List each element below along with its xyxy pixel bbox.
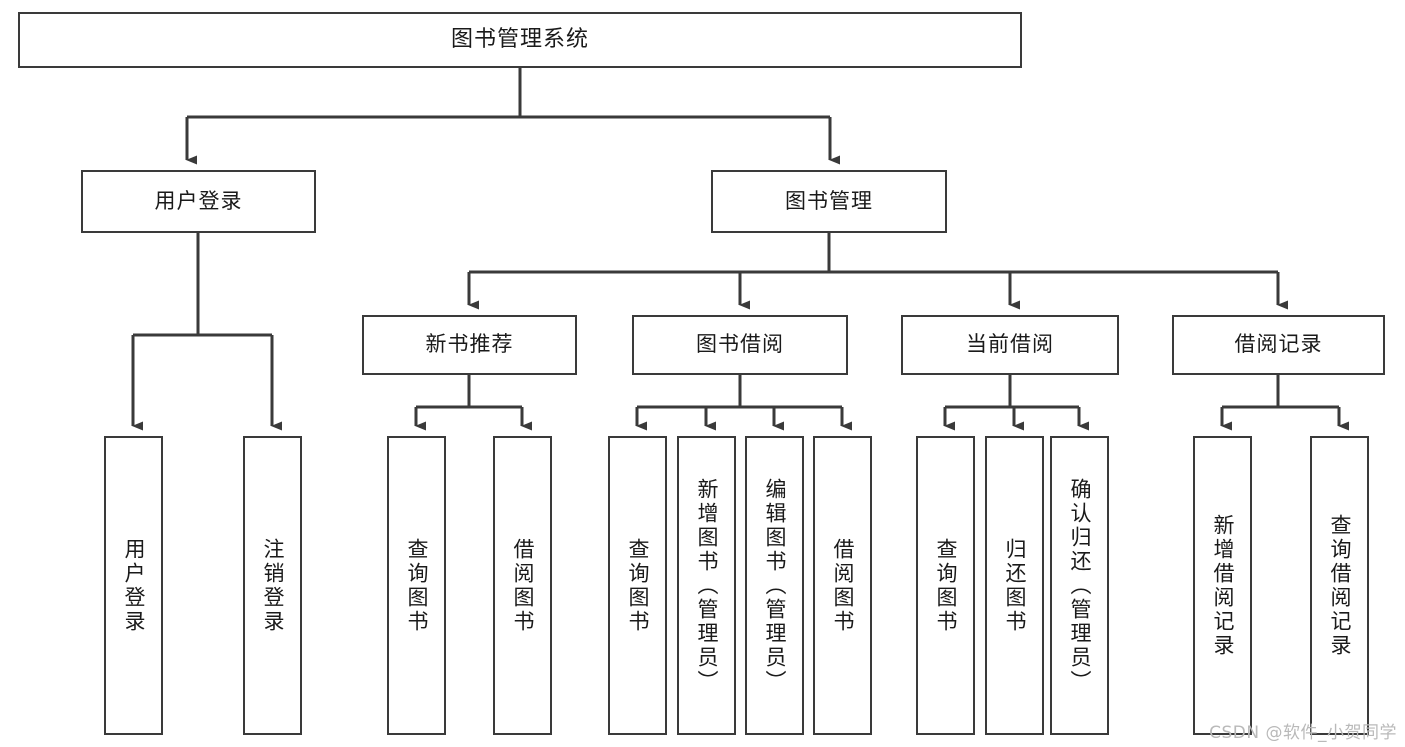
leaf-borrow-add-book[interactable]: 新增图书（管理员） [677, 436, 736, 735]
node-new-book-recommend[interactable]: 新书推荐 [362, 315, 577, 375]
node-label: 新书推荐 [425, 332, 514, 357]
node-label: 确认归还（管理员） [1067, 477, 1092, 694]
leaf-borrow-edit-book[interactable]: 编辑图书（管理员） [745, 436, 804, 735]
node-label: 查询图书 [404, 537, 429, 634]
node-label: 用户登录 [121, 537, 146, 634]
leaf-record-add-record[interactable]: 新增借阅记录 [1193, 436, 1252, 735]
node-label: 图书借阅 [696, 332, 784, 357]
leaf-borrow-borrow-book[interactable]: 借阅图书 [813, 436, 872, 735]
node-label: 图书管理 [785, 188, 873, 213]
node-label: 借阅图书 [830, 537, 855, 634]
node-label: 图书管理系统 [450, 26, 589, 52]
watermark-credit: CSDN @软件_小贺同学 [1209, 723, 1397, 743]
leaf-borrow-query-book[interactable]: 查询图书 [608, 436, 667, 735]
node-current-borrow[interactable]: 当前借阅 [901, 315, 1119, 375]
node-label: 注销登录 [260, 537, 285, 634]
node-label: 新增借阅记录 [1210, 513, 1235, 658]
leaf-recommend-query-book[interactable]: 查询图书 [387, 436, 446, 735]
node-label: 查询图书 [625, 537, 650, 634]
node-label: 新增图书（管理员） [694, 477, 719, 694]
leaf-record-query-record[interactable]: 查询借阅记录 [1310, 436, 1369, 735]
node-label: 编辑图书（管理员） [762, 477, 787, 694]
leaf-recommend-borrow-book[interactable]: 借阅图书 [493, 436, 552, 735]
node-root-system[interactable]: 图书管理系统 [18, 12, 1022, 68]
node-book-borrow[interactable]: 图书借阅 [632, 315, 848, 375]
node-label: 借阅记录 [1234, 332, 1323, 357]
node-borrow-record[interactable]: 借阅记录 [1172, 315, 1385, 375]
node-label: 查询图书 [933, 537, 958, 634]
node-book-management[interactable]: 图书管理 [711, 170, 947, 233]
node-user-login[interactable]: 用户登录 [81, 170, 316, 233]
leaf-current-return-book[interactable]: 归还图书 [985, 436, 1044, 735]
leaf-current-query-book[interactable]: 查询图书 [916, 436, 975, 735]
leaf-current-confirm-return[interactable]: 确认归还（管理员） [1050, 436, 1109, 735]
node-label: 用户登录 [154, 188, 243, 213]
leaf-user-login-login[interactable]: 用户登录 [104, 436, 163, 735]
node-label: 归还图书 [1002, 537, 1027, 634]
leaf-user-login-logout[interactable]: 注销登录 [243, 436, 302, 735]
node-label: 借阅图书 [510, 537, 535, 634]
node-label: 当前借阅 [966, 332, 1054, 357]
node-label: 查询借阅记录 [1327, 513, 1352, 658]
